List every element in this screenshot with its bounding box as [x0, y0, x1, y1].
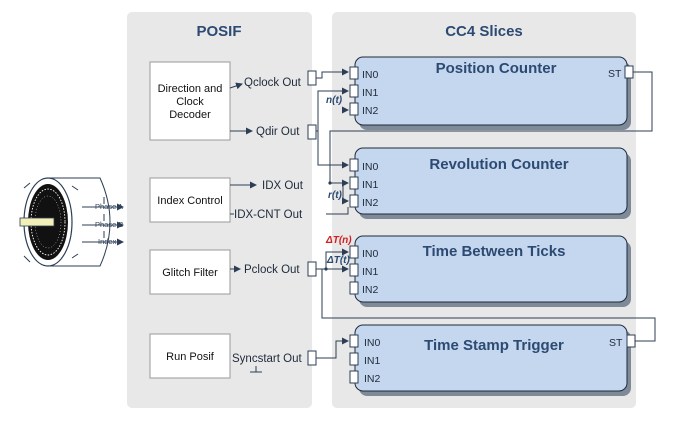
direction-decoder-line1: Direction and: [158, 83, 223, 95]
syncstart-out-label: Syncstart Out: [232, 353, 302, 365]
pin-st: ST: [608, 68, 622, 80]
pin-in2: IN2: [362, 105, 379, 117]
index-label: Index: [98, 237, 117, 246]
direction-decoder-block: Direction and Clock Decoder: [149, 61, 231, 141]
direction-decoder-line2: Clock: [176, 96, 204, 108]
index-control-label: Index Control: [157, 195, 222, 207]
net-n-t: n(t): [326, 95, 343, 106]
pin-in1: IN1: [362, 179, 379, 191]
pclock-port: [307, 261, 317, 277]
slice-time-between-ticks: Time Between Ticks IN0 IN1 IN2: [349, 235, 631, 307]
pin-in2: IN2: [362, 197, 379, 209]
glitch-filter-block: Glitch Filter: [149, 249, 231, 295]
idx-cnt-out-label: IDX-CNT Out: [234, 209, 303, 221]
slice-title: Position Counter: [436, 60, 557, 77]
pin-in2: IN2: [364, 373, 381, 385]
slice-position-counter: Position Counter IN0 IN1 IN2 ST: [349, 56, 634, 130]
pin-in1: IN1: [362, 87, 379, 99]
pin-in0: IN0: [362, 69, 379, 81]
run-posif-label: Run Posif: [166, 351, 215, 363]
pclock-out-label: Pclock Out: [244, 264, 300, 276]
pin-in1: IN1: [364, 355, 381, 367]
pin-st: ST: [609, 337, 623, 349]
cc4-title: CC4 Slices: [445, 23, 523, 40]
qdir-port: [307, 124, 317, 140]
qdir-out-label: Qdir Out: [256, 126, 300, 138]
glitch-filter-label: Glitch Filter: [162, 267, 218, 279]
qclock-out-label: Qclock Out: [244, 77, 302, 89]
encoder-wheel: [19, 177, 111, 267]
slice-title: Revolution Counter: [429, 156, 568, 173]
syncstart-tick: [250, 366, 262, 373]
slice-revolution-counter: Revolution Counter IN0 IN1 IN2: [349, 147, 631, 219]
pin-in0: IN0: [362, 161, 379, 173]
index-control-block: Index Control: [149, 177, 231, 223]
run-posif-block: Run Posif: [149, 333, 231, 379]
slice-title: Time Between Ticks: [423, 243, 566, 260]
net-delta-t-t: ΔT(t): [326, 255, 350, 266]
qclock-arrow: [229, 82, 243, 90]
wiring: [316, 68, 656, 359]
pin-in2: IN2: [362, 284, 379, 296]
slice-time-stamp-trigger: Time Stamp Trigger IN0 IN1 IN2 ST: [349, 324, 636, 396]
posif-title: POSIF: [196, 23, 241, 40]
phase-a-label: Phase A: [95, 202, 123, 211]
qclock-port: [307, 70, 317, 86]
slice-title: Time Stamp Trigger: [424, 337, 564, 354]
idx-out-label: IDX Out: [262, 180, 304, 192]
net-r-t: r(t): [328, 190, 343, 201]
pin-in0: IN0: [364, 337, 381, 349]
phase-b-label: Phase B: [95, 220, 123, 229]
pin-in0: IN0: [362, 248, 379, 260]
direction-decoder-line3: Decoder: [169, 109, 211, 121]
syncstart-port: [307, 350, 317, 366]
net-delta-t-n: ΔT(n): [325, 235, 352, 246]
pin-in1: IN1: [362, 266, 379, 278]
encoder-phase-lines: Phase A Phase B Index: [82, 197, 124, 246]
